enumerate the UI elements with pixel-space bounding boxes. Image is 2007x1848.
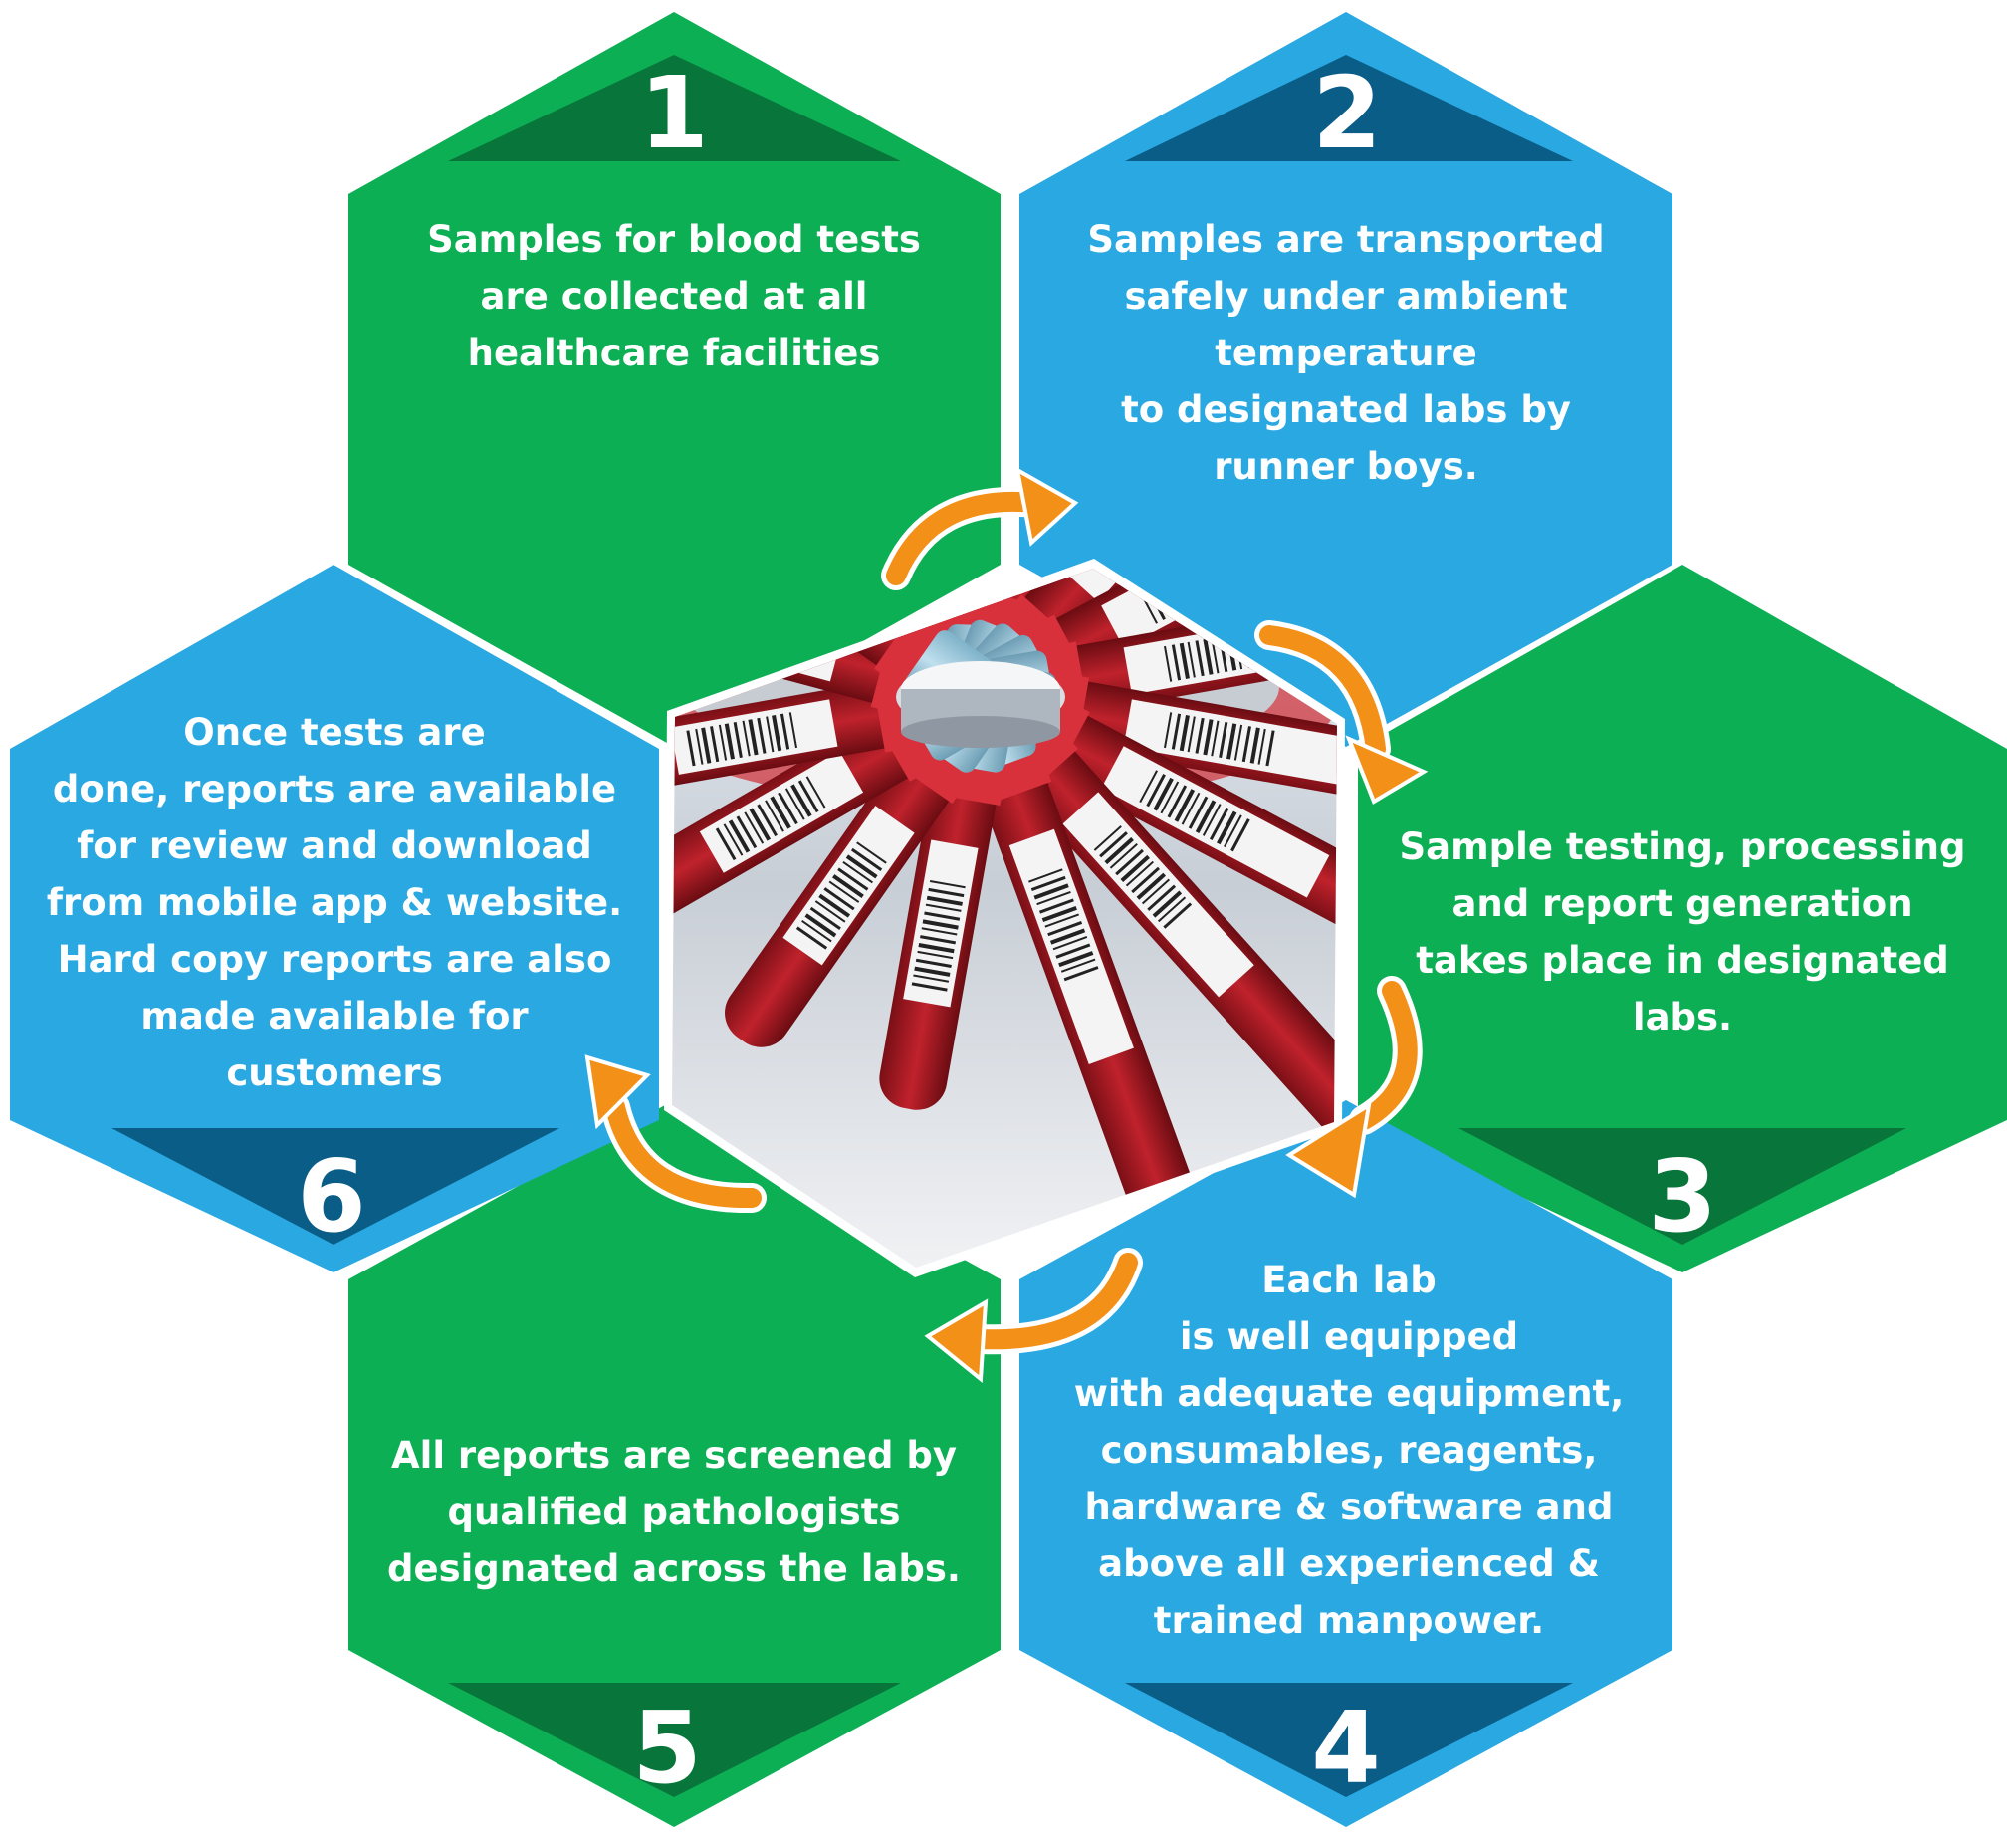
number-banner (448, 55, 901, 161)
hex-shape (348, 1100, 1001, 1827)
hex-shape (348, 12, 1001, 747)
step-1-description: Samples for blood tests are collected at… (427, 218, 921, 374)
hex-step-5 (348, 1100, 1001, 1827)
curved-arrow-icon (1285, 976, 1423, 1199)
hex-shape (1358, 565, 2007, 1272)
curved-arrow-icon (1254, 620, 1429, 805)
step-5-description: All reports are screened by qualified pa… (387, 1434, 961, 1590)
step-number: 3 (1648, 1138, 1717, 1255)
step-6-description: Once tests are done, reports are availab… (46, 711, 623, 1094)
curved-arrow-icon (584, 1054, 767, 1214)
step-number: 1 (639, 55, 709, 171)
cycle-arrows (584, 466, 1429, 1383)
hex-step-3 (1358, 565, 2007, 1272)
number-banner (112, 1128, 559, 1245)
step-number: 6 (297, 1138, 366, 1255)
hex-shape (1019, 12, 1672, 747)
hex-step-6 (10, 565, 659, 1272)
hex-step-1 (348, 12, 1001, 747)
hex-step-4 (1019, 1100, 1672, 1827)
step-2-description: Samples are transported safely under amb… (1087, 218, 1605, 488)
step-number: 5 (632, 1690, 702, 1806)
step-4-description: Each lab is well equipped with adequate … (1073, 1259, 1625, 1642)
step-number: 2 (1312, 55, 1382, 171)
number-banner (1458, 1128, 1906, 1245)
step-3-description: Sample testing, processing and report ge… (1399, 825, 1966, 1039)
curved-arrow-icon (881, 466, 1079, 590)
number-banner (1125, 55, 1573, 161)
hex-shape (1019, 1100, 1672, 1827)
hex-shape (10, 565, 659, 1272)
test-tube (672, 669, 996, 925)
curved-arrow-icon (924, 1248, 1143, 1383)
step-number: 4 (1311, 1690, 1381, 1806)
number-banner (1125, 1683, 1573, 1797)
hex-step-2 (1019, 12, 1672, 747)
number-banner (448, 1683, 901, 1797)
